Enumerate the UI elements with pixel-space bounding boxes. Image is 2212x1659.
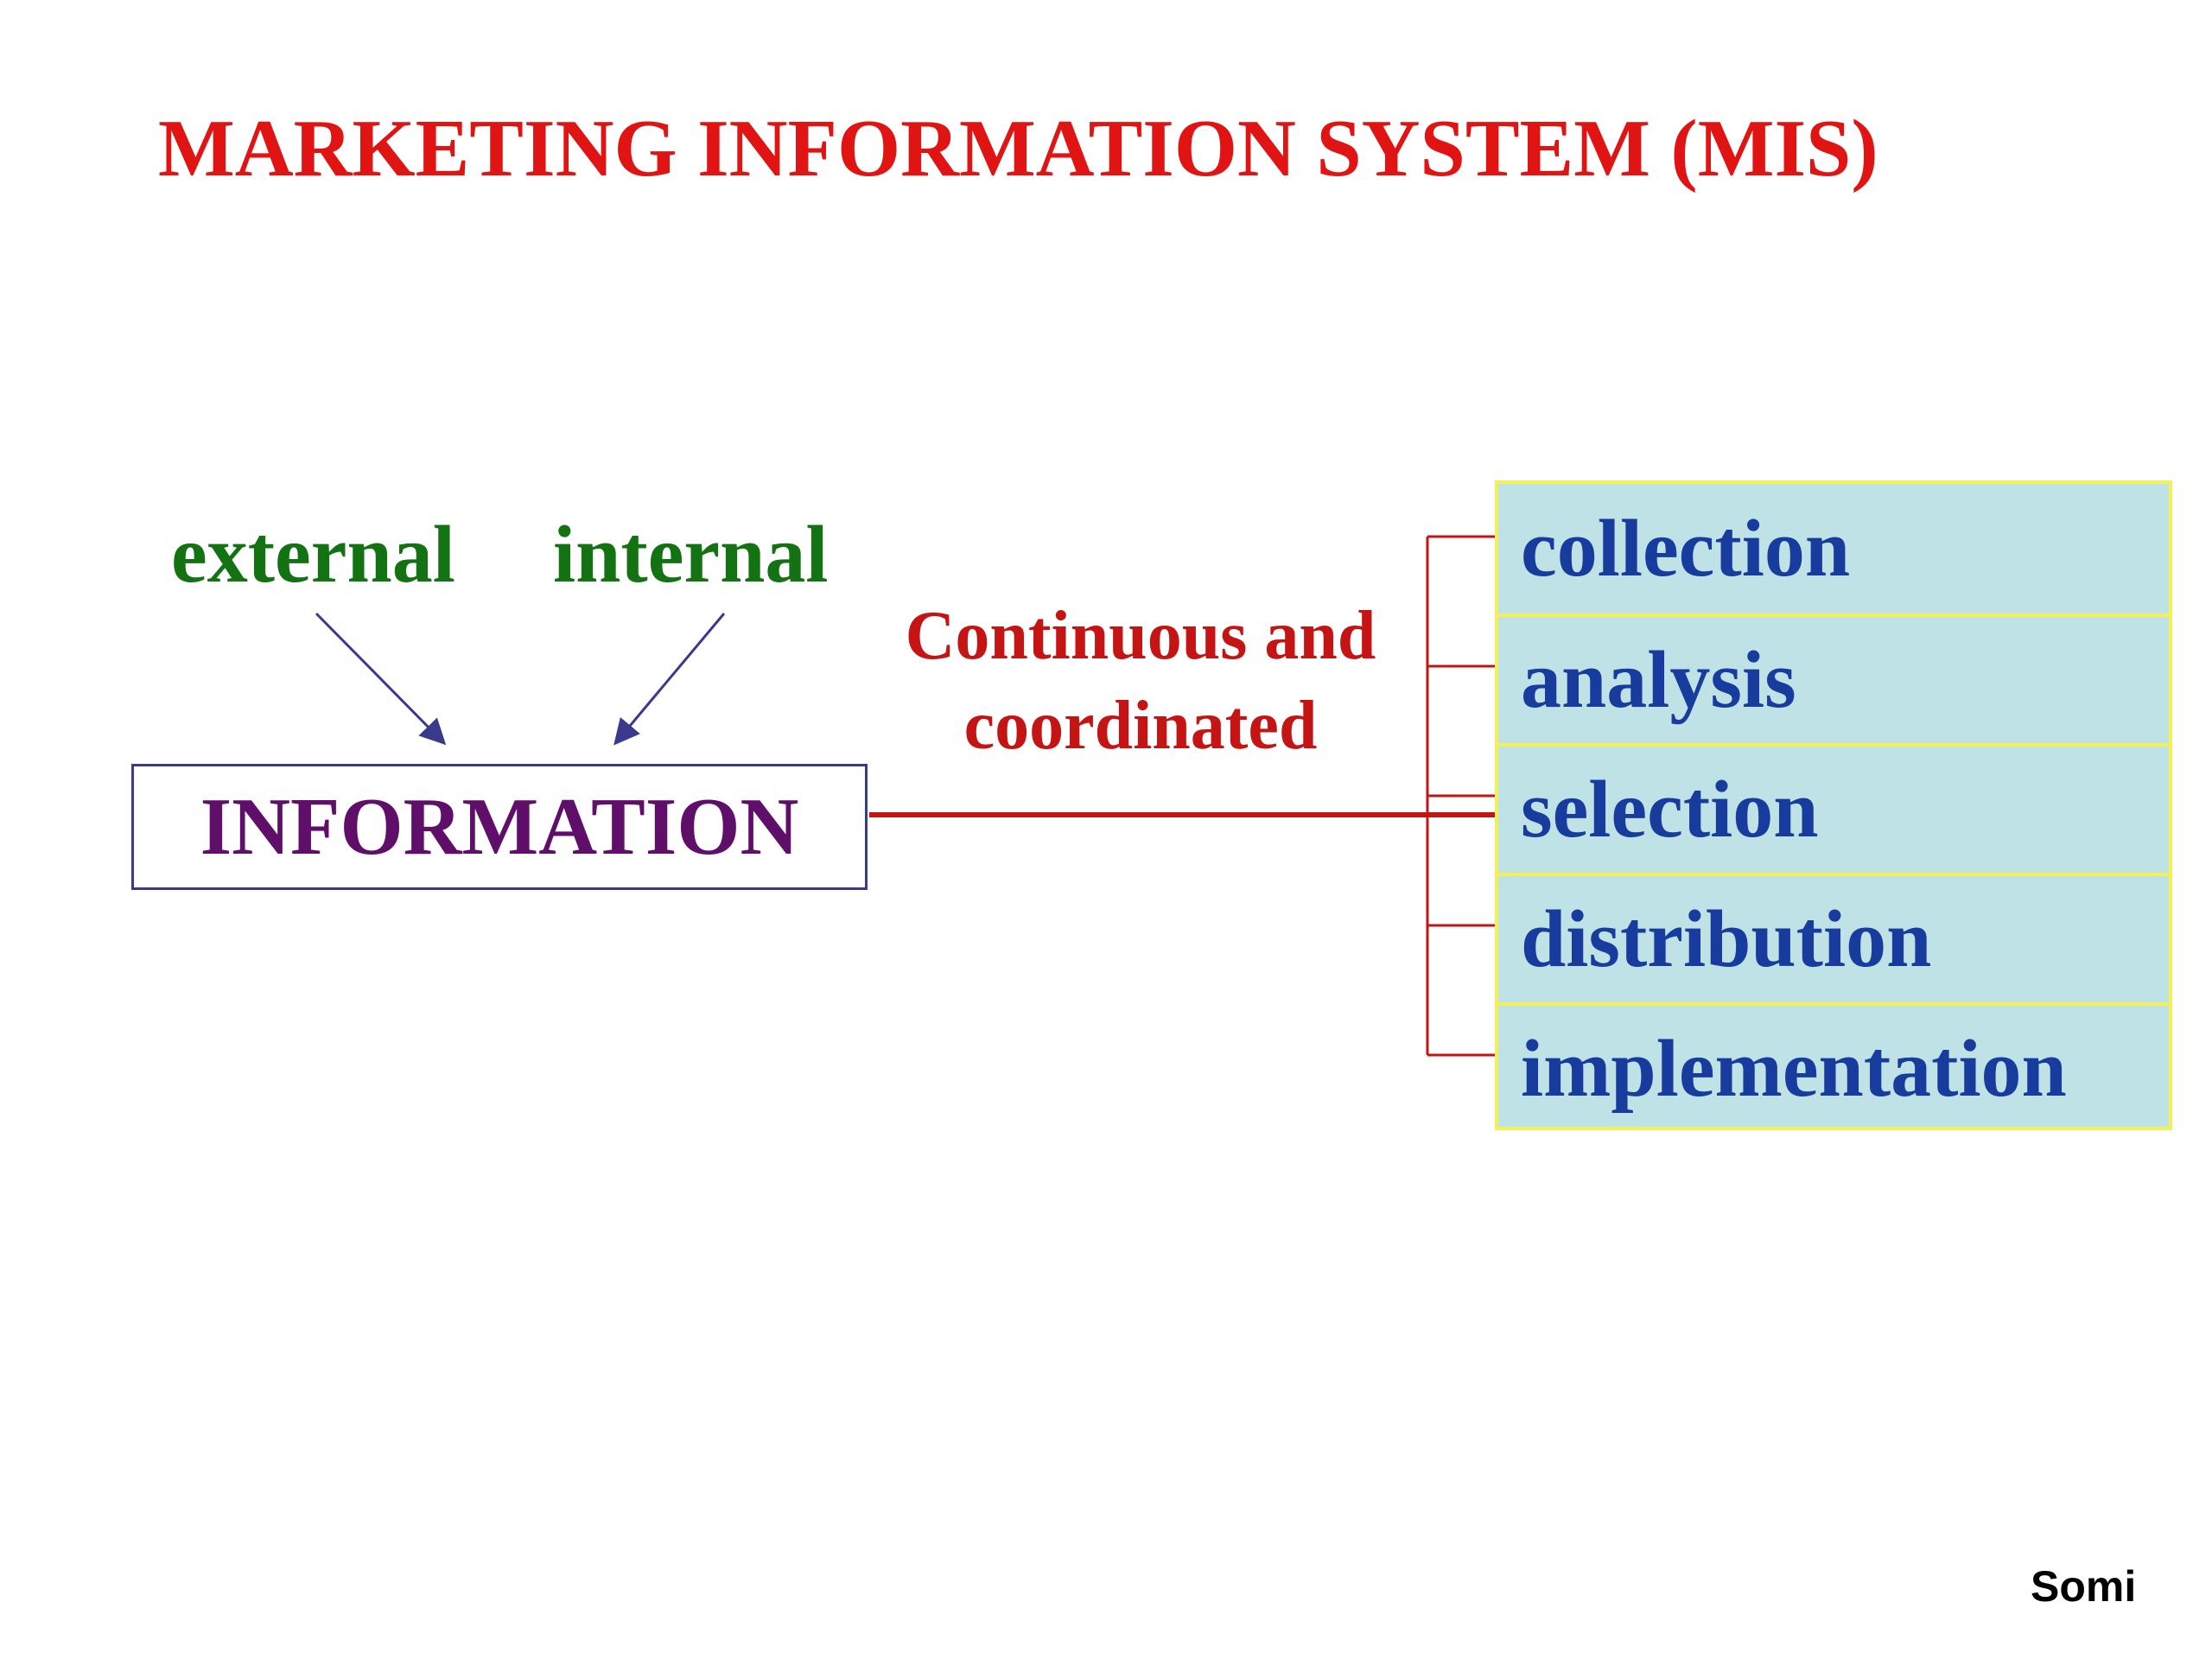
internal-to-information-arrow: [613, 613, 726, 746]
step-label: implementation: [1521, 1024, 2067, 1114]
step-distribution: distribution: [1498, 873, 2169, 1002]
process-description-line-1: Continuous and: [905, 598, 1376, 674]
step-analysis: analysis: [1498, 613, 2169, 743]
step-collection: collection: [1498, 484, 2169, 613]
internal-source-label: internal: [553, 510, 829, 600]
step-label: analysis: [1521, 635, 1796, 725]
step-label: selection: [1521, 765, 1819, 855]
step-selection: selection: [1498, 743, 2169, 873]
external-to-information-arrow: [315, 612, 447, 746]
footer-author: Somi: [2031, 1562, 2137, 1611]
slide-title: MARKETING INFORMATION SYSTEM (MIS): [158, 104, 1878, 194]
process-steps-list: collection analysis selection distributi…: [1495, 480, 2172, 1130]
step-label: distribution: [1521, 894, 1932, 984]
external-source-label: external: [171, 510, 455, 600]
information-box: INFORMATION: [131, 764, 868, 890]
step-implementation: implementation: [1498, 1002, 2169, 1132]
information-label: INFORMATION: [200, 782, 799, 872]
process-description: Continuous and coordinated: [855, 591, 1426, 771]
process-description-line-2: coordinated: [963, 688, 1318, 764]
step-label: collection: [1521, 504, 1851, 594]
